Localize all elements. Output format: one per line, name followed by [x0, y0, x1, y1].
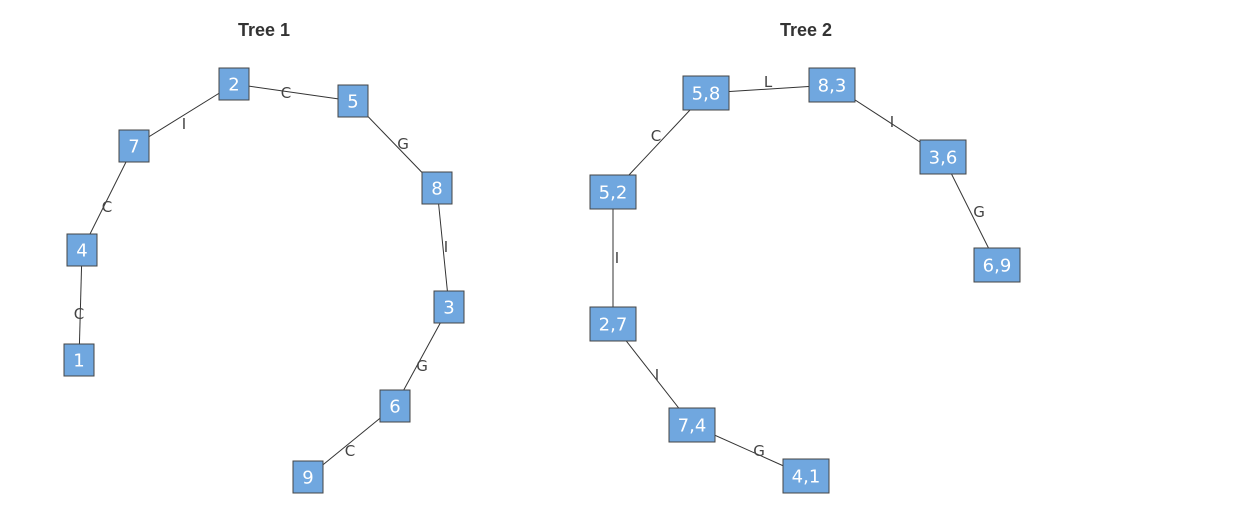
tree2-edge-label-7-4-to-4-1: G	[753, 442, 765, 460]
tree1-node-label-1: 1	[73, 351, 84, 372]
tree1-node-box-1	[63, 343, 95, 377]
tree2-node-5-2: 5,2	[589, 174, 637, 210]
tree2-node-box-7-4	[668, 407, 716, 443]
tree1-node-label-2: 2	[228, 75, 239, 96]
tree1-node-4: 4	[66, 233, 98, 267]
tree2-node-label-6-9: 6,9	[983, 256, 1012, 277]
tree1-node-box-5	[337, 84, 369, 118]
tree1-node-6: 6	[379, 389, 411, 423]
tree2-edge-label-5-2-to-2-7: I	[615, 249, 619, 267]
edges-layer: C I G C I C G C L I G C I I G	[74, 73, 998, 478]
tree2-edge-3-6-to-6-9	[942, 156, 998, 266]
tree1-edge-label-4-to-1: C	[74, 305, 84, 323]
tree1-node-label-7: 7	[128, 137, 139, 158]
tree1-edge-label-5-to-8: G	[397, 135, 409, 153]
tree1-node-2: 2	[218, 67, 250, 101]
tree1-node-5: 5	[337, 84, 369, 118]
tree2-title: Tree 2	[779, 20, 833, 40]
tree1-node-label-5: 5	[347, 92, 358, 113]
tree1-node-9: 9	[292, 460, 324, 494]
tree2-node-box-2-7	[589, 306, 637, 342]
tree2-node-2-7: 2,7	[589, 306, 637, 342]
tree2-node-7-4: 7,4	[668, 407, 716, 443]
tree2-node-3-6: 3,6	[919, 139, 967, 175]
tree2-node-5-8: 5,8	[682, 75, 730, 111]
tree1-edge-2-to-7	[133, 83, 235, 147]
tree2-node-label-5-8: 5,8	[692, 84, 721, 105]
tree1-edge-label-7-to-4: C	[102, 198, 112, 216]
tree2-node-box-4-1	[782, 458, 830, 494]
tree1-node-box-8	[421, 171, 453, 205]
tree1-node-1: 1	[63, 343, 95, 377]
tree1-edge-label-2-to-5: C	[281, 84, 291, 102]
tree2-node-label-2-7: 2,7	[599, 315, 628, 336]
tree1-node-box-2	[218, 67, 250, 101]
nodes-layer: 2 5 7 8 4 3 1 6 9 5,8 8,3 3,6 6,9 5,2 2,7 7,4 4,1	[63, 67, 1021, 494]
tree2-node-box-3-6	[919, 139, 967, 175]
tree1-node-label-3: 3	[443, 298, 454, 319]
tree1-node-label-8: 8	[431, 179, 442, 200]
tree1-edge-2-to-5	[233, 83, 354, 102]
tree1-edge-label-3-to-6: G	[416, 357, 428, 375]
tree1-edge-8-to-3	[436, 187, 450, 308]
tree1-node-box-7	[118, 129, 150, 163]
tree1-node-box-6	[379, 389, 411, 423]
tree1-node-7: 7	[118, 129, 150, 163]
tree1-edge-label-2-to-7: I	[182, 115, 186, 133]
tree2-node-label-7-4: 7,4	[678, 416, 707, 437]
tree1-node-label-9: 9	[302, 468, 313, 489]
tree1-title: Tree 1	[237, 20, 291, 40]
tree1-node-box-3	[433, 290, 465, 324]
tree2-node-8-3: 8,3	[808, 67, 856, 103]
tree2-node-box-8-3	[808, 67, 856, 103]
tree1-node-box-9	[292, 460, 324, 494]
tree1-edge-7-to-4	[81, 145, 135, 251]
tree2-node-box-5-2	[589, 174, 637, 210]
tree2-edge-label-5-8-to-5-2: C	[651, 127, 661, 145]
tree2-edge-label-2-7-to-7-4: I	[655, 366, 659, 384]
tree2-edge-label-8-3-to-3-6: I	[890, 113, 894, 131]
tree1-node-label-4: 4	[76, 241, 87, 262]
tree1-node-box-4	[66, 233, 98, 267]
tree1-edge-label-8-to-3: I	[444, 238, 448, 256]
tree2-node-box-5-8	[682, 75, 730, 111]
tree2-node-box-6-9	[973, 247, 1021, 283]
tree1-node-8: 8	[421, 171, 453, 205]
tree2-node-label-8-3: 8,3	[818, 76, 847, 97]
tree1-node-3: 3	[433, 290, 465, 324]
tree2-node-4-1: 4,1	[782, 458, 830, 494]
tree1-edge-4-to-1	[78, 249, 83, 361]
tree2-edge-label-5-8-to-8-3: L	[764, 73, 773, 91]
tree2-node-label-4-1: 4,1	[792, 467, 821, 488]
tree2-node-label-3-6: 3,6	[929, 148, 958, 169]
tree1-edge-label-6-to-9: C	[345, 442, 355, 460]
tree2-node-label-5-2: 5,2	[599, 183, 628, 204]
tree2-node-6-9: 6,9	[973, 247, 1021, 283]
tree2-edge-label-3-6-to-6-9: G	[973, 203, 985, 221]
tree1-node-label-6: 6	[389, 397, 400, 418]
